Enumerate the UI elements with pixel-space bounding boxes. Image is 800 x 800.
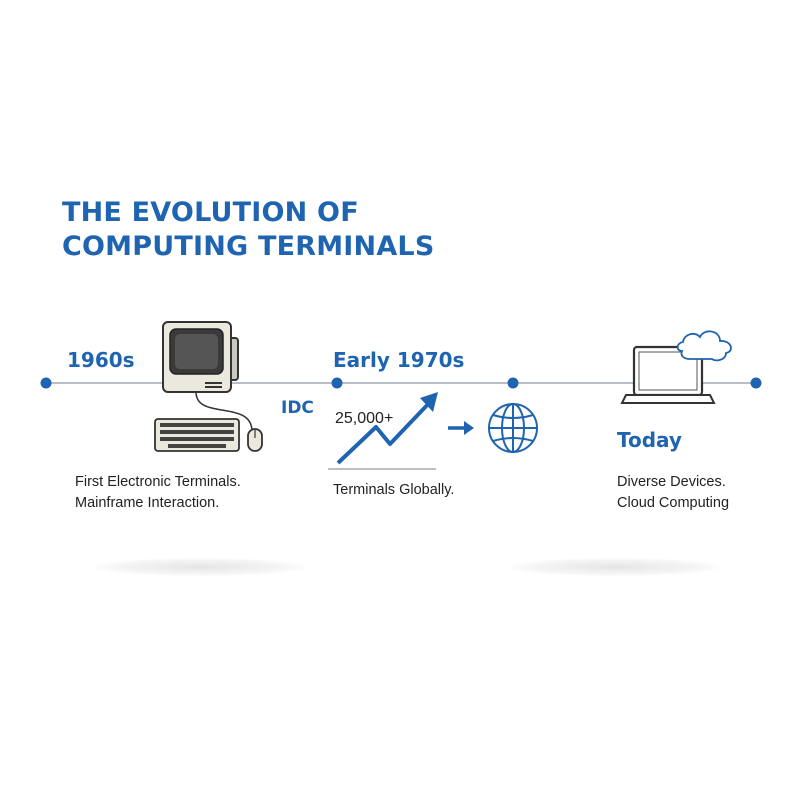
era-label-1960s: 1960s (67, 348, 135, 372)
mouse-icon (247, 428, 263, 452)
timeline-dot-2 (331, 377, 343, 389)
title-line-1: THE EVOLUTION OF (62, 197, 359, 228)
title-line-2: COMPUTING TERMINALS (62, 231, 435, 262)
shadow-right (510, 558, 720, 576)
keyboard-icon (154, 418, 240, 452)
era-1970s-desc-line-1: Terminals Globally. (333, 482, 455, 498)
era-today-desc-line-2: Cloud Computing (617, 495, 730, 511)
page-title: THE EVOLUTION OF COMPUTING TERMINALS (62, 196, 434, 264)
era-description-today: Diverse Devices. Cloud Computing (617, 472, 729, 514)
cloud-icon (676, 330, 732, 362)
crt-computer-icon (162, 321, 253, 431)
timeline-dot-4 (750, 377, 762, 389)
era-description-1960s: First Electronic Terminals. Mainframe In… (75, 472, 241, 514)
era-1960s-desc-line-1: First Electronic Terminals. (75, 474, 241, 490)
timeline-dot-3 (507, 377, 519, 389)
growth-arrow-icon (328, 392, 438, 470)
globe-icon (488, 403, 538, 453)
right-arrow-icon (448, 421, 474, 435)
era-today-desc-line-1: Diverse Devices. (617, 474, 726, 490)
era-label-today: Today (617, 428, 682, 452)
timeline-dot-1 (40, 377, 52, 389)
era-description-early-1970s: Terminals Globally. (333, 480, 454, 501)
shadow-left (95, 558, 305, 576)
idc-logo: IDC (281, 398, 314, 418)
terminal-count-stat: 25,000+ (335, 410, 394, 427)
era-1960s-desc-line-2: Mainframe Interaction. (75, 495, 220, 511)
era-label-early-1970s: Early 1970s (333, 348, 465, 372)
